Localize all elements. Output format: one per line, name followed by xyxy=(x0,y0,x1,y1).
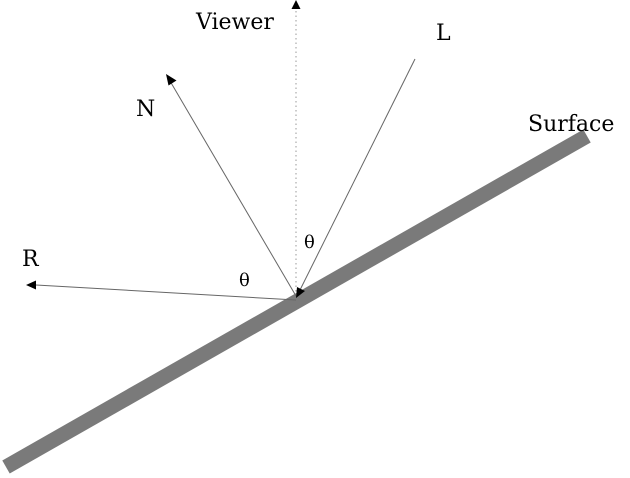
reflection-vector-line xyxy=(35,284,297,301)
light-ray-line xyxy=(299,58,416,291)
normal-vector-line xyxy=(169,80,297,297)
light-arrowhead-icon xyxy=(296,287,305,298)
reflection-arrowhead-icon xyxy=(26,280,36,290)
incident-angle-label: θ xyxy=(304,232,315,253)
viewer-label: Viewer xyxy=(195,10,274,35)
surface-label: Surface xyxy=(528,112,614,137)
surface-slab xyxy=(2,129,591,474)
light-label: L xyxy=(436,21,451,46)
normal-arrowhead-icon xyxy=(166,74,177,86)
reflection-label: R xyxy=(22,247,40,272)
reflected-angle-label: θ xyxy=(239,270,250,291)
normal-label: N xyxy=(136,97,155,122)
viewer-arrowhead-icon xyxy=(291,0,301,9)
